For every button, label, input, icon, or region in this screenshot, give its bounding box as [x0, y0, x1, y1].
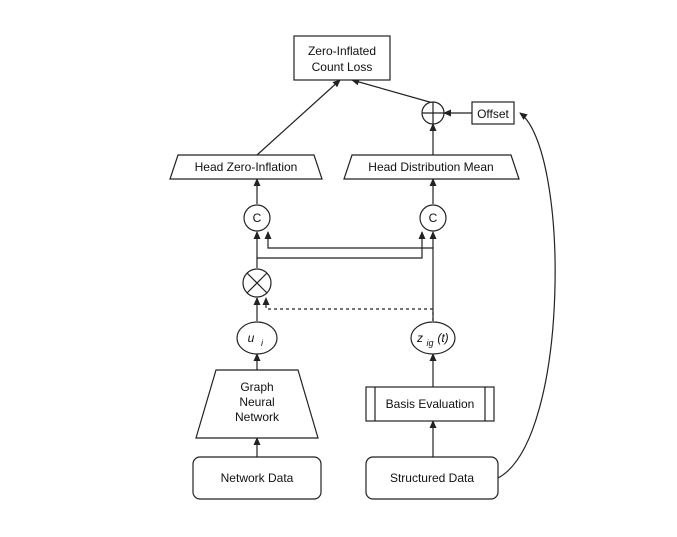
- edge-zig-to-multiply-dashed: [262, 297, 434, 321]
- head-distribution-mean-node: Head Distribution Mean: [343, 154, 520, 180]
- concat-left-circle: [243, 204, 271, 232]
- structured-data-label: Structured Data: [390, 471, 474, 485]
- loss-label-line1: Zero-Inflated: [308, 44, 376, 58]
- structured-data-node: Structured Data: [365, 456, 499, 500]
- offset-box: [471, 101, 515, 125]
- basis-zig-ellipse: [410, 321, 456, 355]
- loss-node: Zero-Inflated Count Loss: [293, 35, 391, 81]
- head-distribution-mean-trapezoid: [343, 154, 520, 180]
- multiply-cross-icon-b: [246, 272, 268, 294]
- network-data-box: [192, 456, 322, 500]
- basis-evaluation-label: Basis Evaluation: [386, 397, 475, 411]
- network-data-node: Network Data: [192, 456, 322, 500]
- edge-zig-to-left-concat: [264, 231, 434, 321]
- gnn-label-line3: Network: [235, 410, 280, 424]
- network-data-label: Network Data: [221, 471, 294, 485]
- gnn-trapezoid: [195, 369, 319, 439]
- basis-zig-base: z: [416, 331, 423, 345]
- edge-head-zi-to-loss: [256, 79, 341, 156]
- edge-plus-to-loss: [351, 78, 434, 104]
- gnn-node: Graph Neural Network: [195, 369, 319, 439]
- basis-zig-node: z ig (t): [410, 321, 456, 355]
- multiply-operator: [242, 268, 272, 298]
- offset-label: Offset: [477, 107, 509, 121]
- embedding-ui-ellipse: [236, 321, 278, 355]
- concat-right-circle: [419, 204, 447, 232]
- concat-right-node: C: [419, 204, 447, 232]
- embedding-ui-subscript: i: [261, 338, 264, 348]
- edges: [253, 78, 556, 479]
- embedding-ui-node: u i: [236, 321, 278, 355]
- gnn-label-line1: Graph: [240, 380, 273, 394]
- embedding-ui-base: u: [248, 331, 255, 345]
- loss-box: [293, 35, 391, 81]
- edge-structured-to-offset: [497, 112, 556, 479]
- concat-left-node: C: [243, 204, 271, 232]
- edge-multiply-to-right-concat: [257, 231, 426, 259]
- head-zero-inflation-trapezoid: [169, 154, 323, 180]
- add-operator: [421, 101, 445, 125]
- structured-data-box: [365, 456, 499, 500]
- gnn-label-line2: Neural: [239, 395, 274, 409]
- head-zero-inflation-label: Head Zero-Inflation: [195, 160, 298, 174]
- concat-left-label: C: [253, 211, 262, 225]
- basis-evaluation-node: Basis Evaluation: [365, 386, 495, 422]
- basis-zig-argument: (t): [437, 331, 448, 345]
- basis-zig-subscript: ig: [426, 338, 433, 348]
- offset-node: Offset: [471, 101, 515, 125]
- head-distribution-mean-label: Head Distribution Mean: [368, 160, 493, 174]
- head-zero-inflation-node: Head Zero-Inflation: [169, 154, 323, 180]
- concat-right-label: C: [429, 211, 438, 225]
- basis-evaluation-box: [365, 386, 495, 422]
- loss-label-line2: Count Loss: [312, 60, 373, 74]
